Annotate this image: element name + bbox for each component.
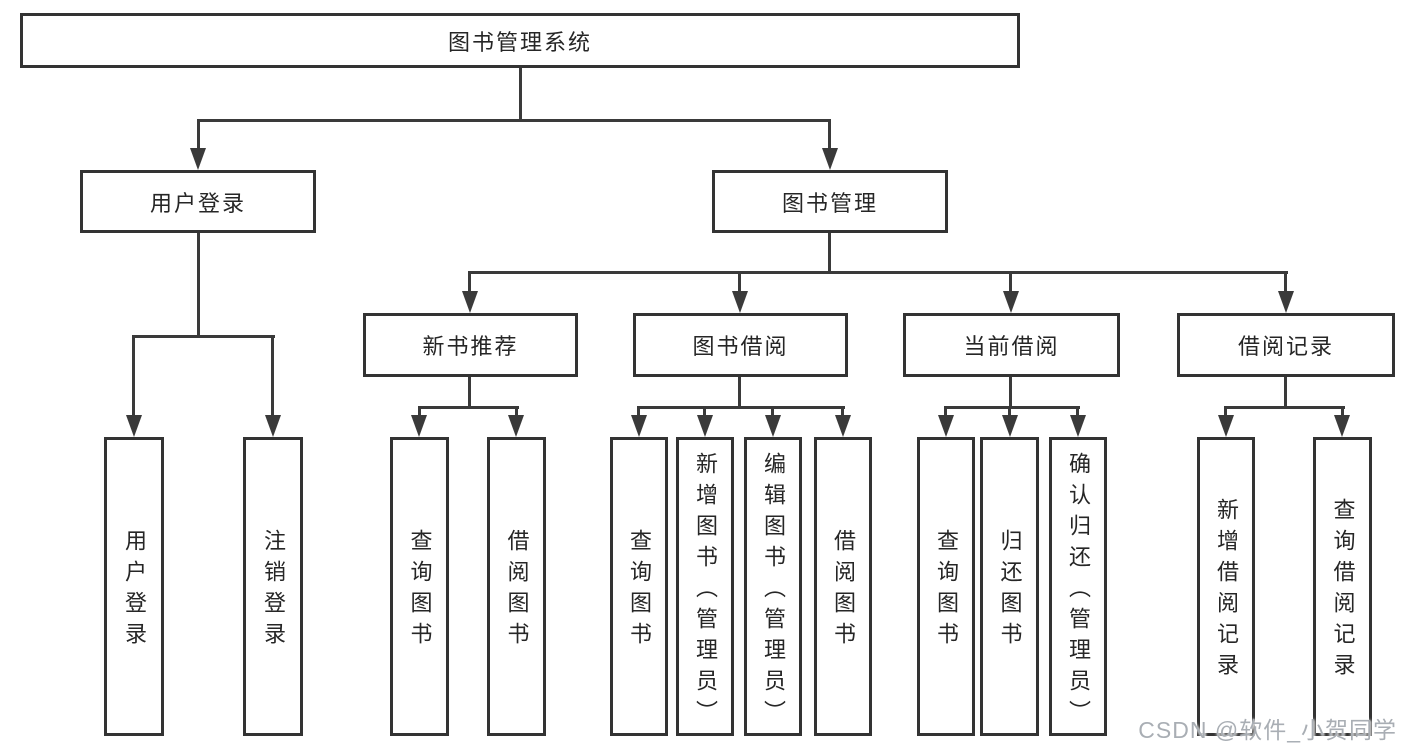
node-label: 用户登录 — [149, 190, 246, 216]
arrow-down-icon — [411, 415, 427, 437]
edge-leaf-stem — [841, 406, 844, 417]
node-label: 归还图书 — [997, 529, 1023, 653]
node-label: 查询图书 — [407, 529, 433, 653]
edge-new-book-stem — [468, 271, 471, 293]
node-label: 编辑图书（管理员） — [761, 451, 786, 731]
leaf-borrow-books: 借阅图书 — [487, 437, 546, 736]
edge-book-borrow-down — [738, 377, 741, 408]
leaf-add-borrow-record: 新增借阅记录 — [1197, 437, 1255, 736]
node-label: 借阅图书 — [504, 529, 530, 653]
arrow-down-icon — [190, 148, 206, 170]
arrow-down-icon — [508, 415, 524, 437]
node-new-book-recommend: 新书推荐 — [363, 313, 578, 377]
node-book-management: 图书管理 — [712, 170, 948, 233]
node-label: 新增借阅记录 — [1214, 498, 1239, 684]
edge-book-management-stem — [828, 119, 831, 150]
edge-book-borrow-hline — [637, 406, 845, 409]
edge-borrow-records-stem — [1284, 271, 1287, 293]
arrow-down-icon — [126, 415, 142, 437]
arrow-down-icon — [1070, 415, 1086, 437]
arrow-down-icon — [732, 291, 748, 313]
node-label: 借阅记录 — [1237, 334, 1334, 359]
edge-new-book-hline — [418, 406, 519, 409]
edge-user-login-stem — [197, 119, 200, 150]
edge-leaf-stem — [515, 406, 518, 417]
node-borrow-records: 借阅记录 — [1177, 313, 1395, 377]
leaf-borrow-books: 借阅图书 — [814, 437, 872, 736]
leaf-query-books: 查询图书 — [390, 437, 449, 736]
node-label: 查询图书 — [934, 529, 959, 653]
edge-new-book-down — [468, 377, 471, 408]
arrow-down-icon — [631, 415, 647, 437]
node-label: 新书推荐 — [422, 334, 519, 359]
edge-current-borrow-stem — [1009, 271, 1012, 293]
arrow-down-icon — [938, 415, 954, 437]
leaf-confirm-return-admin: 确认归还（管理员） — [1049, 437, 1107, 736]
node-label: 查询借阅记录 — [1330, 498, 1356, 684]
arrow-down-icon — [1334, 415, 1350, 437]
node-current-borrow: 当前借阅 — [903, 313, 1120, 377]
arrow-down-icon — [462, 291, 478, 313]
leaf-add-book-admin: 新增图书（管理员） — [676, 437, 734, 736]
leaf-edit-book-admin: 编辑图书（管理员） — [744, 437, 802, 736]
edge-leaf-stem — [944, 406, 947, 417]
edge-user-login-hline — [132, 335, 275, 338]
node-root: 图书管理系统 — [20, 13, 1020, 68]
edge-leaf-stem — [1341, 406, 1344, 417]
leaf-logout: 注销登录 — [243, 437, 303, 736]
arrow-down-icon — [265, 415, 281, 437]
edge-leaf-logout-stem — [271, 335, 274, 416]
arrow-down-icon — [697, 415, 713, 437]
edge-level1-hline — [197, 119, 831, 122]
edge-current-borrow-hline — [944, 406, 1080, 409]
edge-leaf-stem — [1224, 406, 1227, 417]
node-label: 查询图书 — [627, 529, 652, 653]
arrow-down-icon — [835, 415, 851, 437]
arrow-down-icon — [1218, 415, 1234, 437]
arrow-down-icon — [822, 148, 838, 170]
node-user-login: 用户登录 — [80, 170, 316, 233]
edge-leaf-stem — [771, 406, 774, 417]
edge-leaf-stem — [703, 406, 706, 417]
arrow-down-icon — [1002, 415, 1018, 437]
edge-leaf-stem — [637, 406, 640, 417]
node-label: 用户登录 — [122, 529, 147, 653]
arrow-down-icon — [1003, 291, 1019, 313]
arrow-down-icon — [1278, 291, 1294, 313]
arrow-down-icon — [765, 415, 781, 437]
leaf-user-login: 用户登录 — [104, 437, 164, 736]
node-label: 图书借阅 — [692, 334, 789, 359]
edge-leaf-user-login-stem — [132, 335, 135, 416]
node-label: 图书管理 — [781, 190, 878, 216]
node-label: 注销登录 — [261, 529, 286, 653]
edge-leaf-stem — [1076, 406, 1079, 417]
leaf-query-books: 查询图书 — [610, 437, 668, 736]
leaf-query-borrow-record: 查询借阅记录 — [1313, 437, 1372, 736]
edge-leaf-stem — [418, 406, 421, 417]
edge-borrow-records-hline — [1224, 406, 1345, 409]
watermark-text: CSDN @软件_小贺同学 — [1138, 717, 1397, 743]
edge-root-stem — [519, 68, 522, 120]
edge-current-borrow-down — [1009, 377, 1012, 408]
edge-book-borrow-stem — [738, 271, 741, 293]
edge-leaf-stem — [1008, 406, 1011, 417]
node-book-borrow: 图书借阅 — [633, 313, 848, 377]
edge-book-management-down — [828, 233, 831, 274]
edge-borrow-records-down — [1284, 377, 1287, 408]
edge-user-login-down — [197, 233, 200, 336]
node-label: 借阅图书 — [831, 529, 856, 653]
leaf-query-books: 查询图书 — [917, 437, 975, 736]
node-label: 图书管理系统 — [447, 29, 592, 55]
node-label: 确认归还（管理员） — [1066, 451, 1091, 731]
leaf-return-book: 归还图书 — [980, 437, 1039, 736]
edge-level2-hline — [468, 271, 1288, 274]
node-label: 当前借阅 — [963, 334, 1060, 359]
node-label: 新增图书（管理员） — [693, 451, 718, 731]
